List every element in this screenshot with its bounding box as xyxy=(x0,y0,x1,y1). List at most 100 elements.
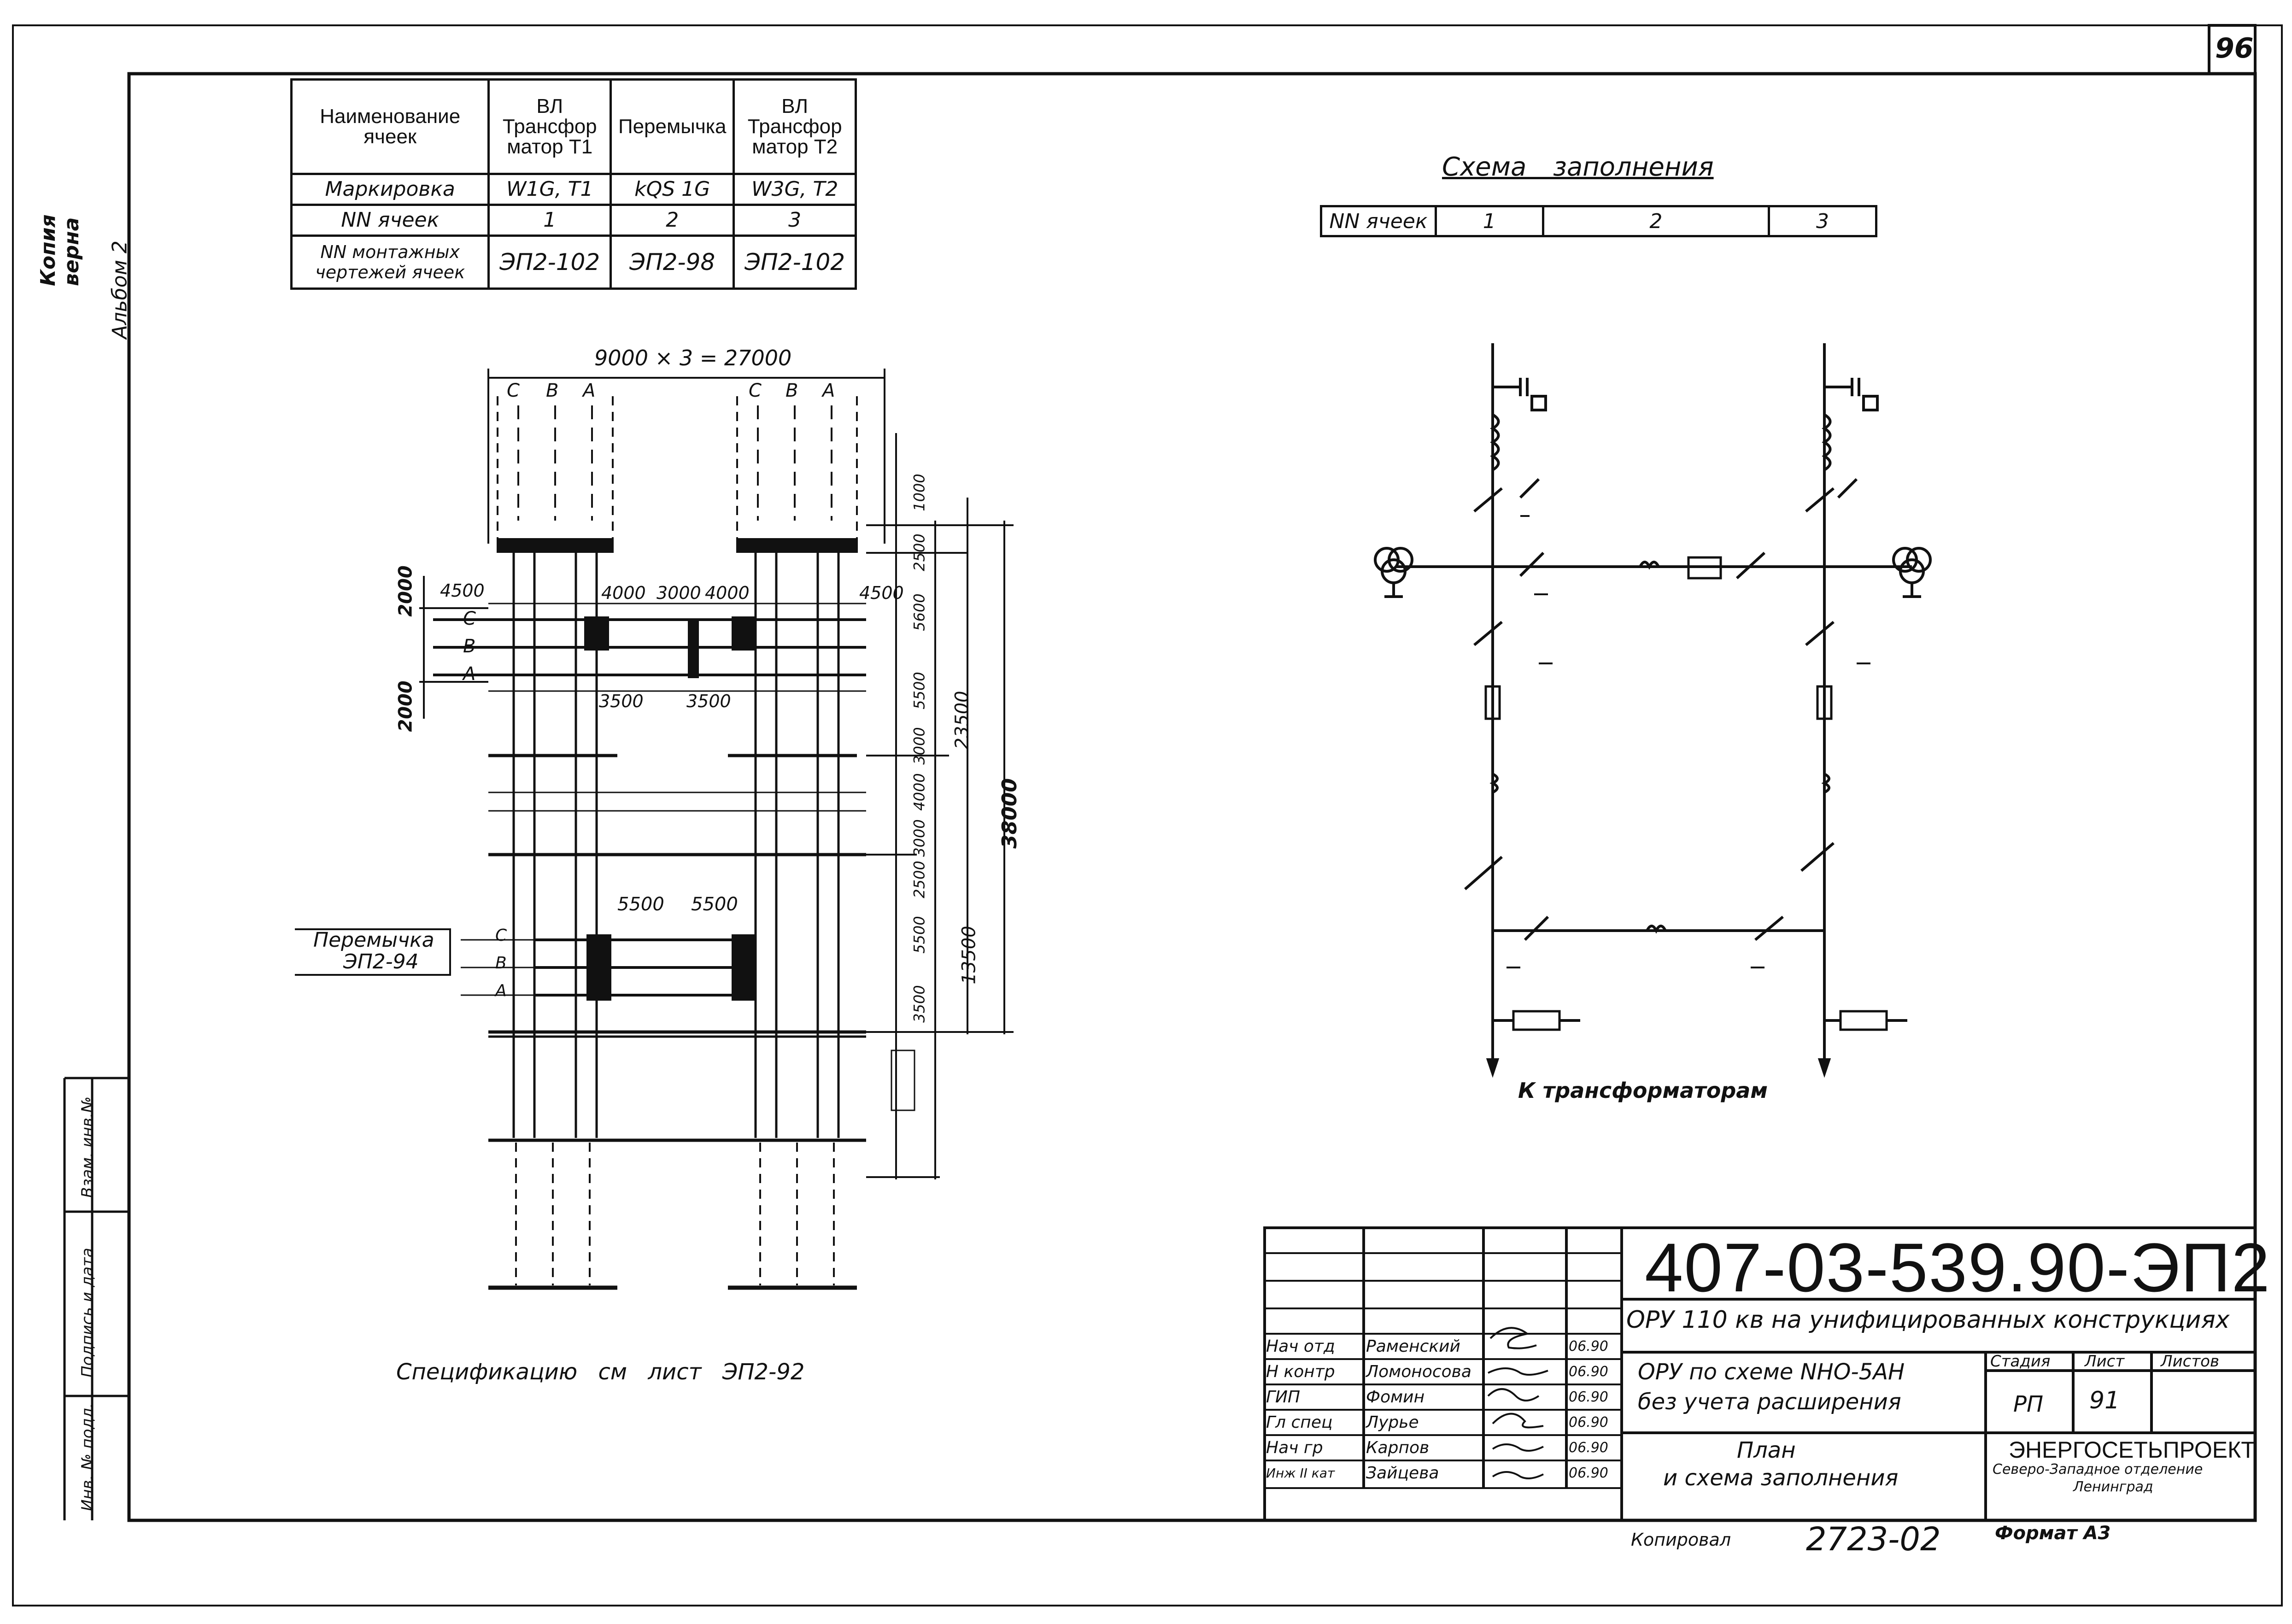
fill-table-cell: 3 xyxy=(1768,205,1877,237)
dimension-label: 2000 xyxy=(395,565,416,617)
cell-value: 2 xyxy=(610,204,735,237)
row-label-drawings: NN монтажных чертежей ячеек xyxy=(290,235,490,290)
phase-label: C xyxy=(749,380,762,401)
organization-branch: Северо-Западное отделение xyxy=(1993,1461,2203,1477)
cell-value: 3 xyxy=(733,204,857,237)
cell-value: kQS 1G xyxy=(610,173,735,206)
subject-line-1: ОРУ по схеме NНО-5АН xyxy=(1638,1359,1905,1385)
project-name: ОРУ 110 кв на унифицированных конструкци… xyxy=(1626,1306,2230,1334)
person-name: Фомин xyxy=(1366,1388,1425,1407)
format-label: Формат А3 xyxy=(1995,1523,2111,1544)
phase-label: A xyxy=(583,380,596,401)
dimension-label: 5500 xyxy=(910,672,928,709)
cell-value: ЭП2-102 xyxy=(733,235,857,290)
names-column: Раменский Ломоносова Фомин Лурье Карпов … xyxy=(1366,1334,1471,1486)
person-name: Лурье xyxy=(1366,1413,1419,1432)
stage-header: Стадия xyxy=(1990,1352,2051,1371)
dimension-label: 3500 xyxy=(910,985,928,1023)
phase-label: B xyxy=(546,380,559,401)
dimension-label: 1000 xyxy=(910,474,928,511)
sheets-header: Листов xyxy=(2161,1352,2220,1371)
row-label-cell-numbers: NN ячеек xyxy=(290,204,490,237)
dimension-label: 5500 xyxy=(617,894,664,915)
stamp-inv-original: Инв. № подл. xyxy=(78,1403,97,1511)
fill-scheme-table: NN ячеек 1 2 3 xyxy=(1320,205,1877,237)
role-label: ГИП xyxy=(1266,1388,1301,1407)
jumper-label-box xyxy=(295,928,451,976)
jumper-label: Перемычка xyxy=(313,928,434,952)
person-name: Раменский xyxy=(1366,1337,1460,1356)
copy-code: 2723-02 xyxy=(1806,1520,1941,1558)
role-label: Нач отд xyxy=(1266,1337,1335,1356)
jumper-phase-c: C xyxy=(495,926,507,945)
specification-note: Спецификацию см лист ЭП2-92 xyxy=(396,1359,805,1385)
role-label: Нач гр xyxy=(1266,1438,1323,1457)
stage-value: РП xyxy=(2013,1391,2044,1417)
row-label-marking: Маркировка xyxy=(290,173,490,206)
dimension-23500: 23500 xyxy=(951,691,973,750)
role-label: Гл спец xyxy=(1266,1413,1333,1432)
role-label: Н контр xyxy=(1266,1362,1335,1381)
inner-frame xyxy=(127,72,2257,1522)
document-code: 407-03-539.90-ЭП2 xyxy=(1645,1229,2271,1306)
plan-drawing xyxy=(419,369,1014,1290)
plan-overall-dimension: 9000 × 3 = 27000 xyxy=(594,346,792,370)
person-name: Зайцева xyxy=(1366,1464,1439,1483)
phase-label: B xyxy=(785,380,798,401)
title-block-grid xyxy=(1263,1226,2257,1522)
dimension-label: 4000 xyxy=(705,583,750,603)
phase-label: A xyxy=(822,380,835,401)
jumper-drawing-ref: ЭП2-94 xyxy=(343,950,419,973)
jumper-phase-a: A xyxy=(495,981,507,1000)
dimension-label: 3000 xyxy=(910,819,928,857)
subject-line-2: без учета расширения xyxy=(1638,1389,1901,1415)
dimension-label: 3500 xyxy=(686,691,731,711)
dimension-label: 2000 xyxy=(395,680,416,732)
sign-date: 06.90 xyxy=(1569,1440,1608,1456)
phase-label: C xyxy=(507,380,520,401)
cell-value: W1G, T1 xyxy=(487,173,612,206)
sheet-value: 91 xyxy=(2089,1387,2120,1414)
copied-label: Копировал xyxy=(1631,1530,1731,1550)
dimension-label: 3000 xyxy=(657,583,701,603)
bus-phase-c: C xyxy=(463,608,476,629)
single-line-scheme xyxy=(1374,343,1932,1078)
bus-phase-b: B xyxy=(463,636,476,657)
dimension-label: 4500 xyxy=(859,583,904,603)
dimension-label: 4000 xyxy=(601,583,646,603)
sign-date: 06.90 xyxy=(1569,1364,1608,1380)
cells-table: Наименование ячеек ВЛ Трансфор матор Т1 … xyxy=(290,78,857,290)
dimension-38000: 38000 xyxy=(998,778,1022,849)
dimension-label: 5600 xyxy=(910,593,928,631)
sign-date: 06.90 xyxy=(1569,1338,1608,1354)
jumper-phase-b: B xyxy=(495,954,507,973)
cells-header-3: ВЛ Трансфор матор Т2 xyxy=(733,78,857,175)
dimension-label: 2500 xyxy=(910,534,928,571)
stamp-signature-date: Подпись и дата xyxy=(78,1248,97,1378)
scheme-caption: К трансформаторам xyxy=(1518,1078,1768,1103)
sheet-number: 96 xyxy=(2215,32,2254,64)
cell-value: W3G, T2 xyxy=(733,173,857,206)
fill-table-cell: 2 xyxy=(1542,205,1770,237)
sheet-border xyxy=(12,24,2283,1606)
cell-value: 1 xyxy=(487,204,612,237)
cells-header-2: Перемычка xyxy=(610,78,735,175)
fill-table-label: NN ячеек xyxy=(1320,205,1437,237)
scheme-title: Схема заполнения xyxy=(1442,152,1714,182)
person-name: Карпов xyxy=(1366,1438,1430,1457)
dimension-13500: 13500 xyxy=(958,926,980,985)
dimension-label: 2500 xyxy=(910,861,928,898)
dimension-label: 5500 xyxy=(691,894,738,915)
stamp-replace-inv: Взам. инв.№ xyxy=(78,1096,97,1198)
bus-phase-a: A xyxy=(463,663,476,685)
organization-name: ЭНЕРГОСЕТЬПРОЕКТ xyxy=(2009,1437,2255,1463)
dimension-label: 3500 xyxy=(599,691,644,711)
role-label: Инж II кат xyxy=(1266,1466,1335,1481)
copy-true-label: Копия верна xyxy=(36,214,83,286)
sheet-name-line-2: и схема заполнения xyxy=(1663,1465,1899,1491)
roles-column: Нач отд Н контр ГИП Гл спец Нач гр Инж I… xyxy=(1266,1334,1335,1486)
cells-header-1: ВЛ Трансфор матор Т1 xyxy=(487,78,612,175)
organization-city: Ленинград xyxy=(2073,1479,2153,1495)
dimension-label: 4500 xyxy=(440,580,485,601)
sheet-name-line-1: План xyxy=(1737,1437,1796,1463)
